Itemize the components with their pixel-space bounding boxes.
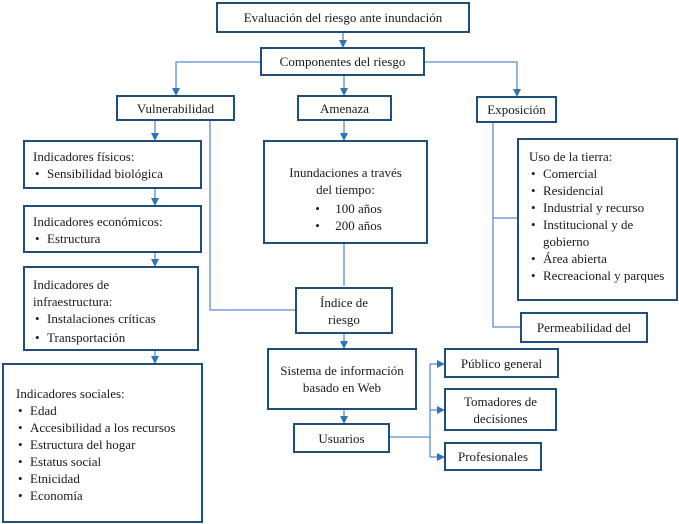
risk-index-text: Índice de riesgo bbox=[319, 294, 368, 327]
web-system-box: Sistema de información basado en Web bbox=[267, 348, 417, 410]
list-item: Área abierta bbox=[529, 250, 666, 267]
line-exposure-landuse bbox=[492, 122, 517, 219]
economic-indicators-box: Indicadores económicos: Estructura bbox=[23, 205, 202, 253]
exposure-box: Exposición bbox=[476, 96, 557, 123]
line-exposure-permeability bbox=[492, 218, 520, 328]
user-group-decision-makers: Tomadores de decisiones bbox=[444, 388, 557, 431]
list-item: Etnicidad bbox=[16, 470, 189, 487]
list-item: Comercial bbox=[529, 165, 666, 182]
list-item: Industrial y recurso bbox=[529, 199, 666, 216]
land-use-box: Uso de la tierra: Comercial Residencial … bbox=[517, 138, 678, 301]
users-box: Usuarios bbox=[293, 423, 390, 453]
list-item: Estatus social bbox=[16, 453, 189, 470]
list-item: Economía bbox=[16, 487, 189, 504]
physical-indicators-box: Indicadores físicos: Sensibilidad biológ… bbox=[23, 140, 202, 189]
user-group-professionals: Profesionales bbox=[444, 442, 542, 471]
permeability-text: Permeabilidad del bbox=[536, 320, 632, 335]
hazard-text: Amenaza bbox=[319, 100, 370, 116]
floods-heading: Inundaciones a través del tiempo: bbox=[289, 165, 402, 197]
user-group-text: Público general bbox=[460, 355, 543, 371]
list-item: 100 años bbox=[309, 200, 382, 217]
infrastructure-heading: Indicadores de infraestructura: bbox=[33, 277, 113, 309]
arrow-components-exposure bbox=[425, 61, 521, 97]
title-text: Evaluación del riesgo ante inundación bbox=[243, 10, 443, 25]
user-group-public: Público general bbox=[444, 348, 559, 378]
arrow-components-vulnerability bbox=[172, 61, 260, 96]
user-group-text: Profesionales bbox=[457, 449, 529, 464]
social-heading: Indicadores sociales: bbox=[16, 386, 125, 401]
exposure-text: Exposición bbox=[487, 102, 546, 117]
users-text: Usuarios bbox=[318, 430, 365, 446]
list-item: Edad bbox=[16, 402, 189, 419]
list-item: Accesibilidad a los recursos bbox=[16, 419, 189, 436]
list-item: Residencial bbox=[529, 182, 666, 199]
list-item: Recreacional y parques bbox=[529, 267, 666, 284]
physical-heading: Indicadores físicos: bbox=[33, 149, 135, 164]
permeability-box: Permeabilidad del bbox=[520, 312, 648, 343]
vulnerability-text: Vulnerabilidad bbox=[136, 100, 215, 116]
hazard-box: Amenaza bbox=[297, 95, 392, 121]
list-item: Estructura del hogar bbox=[16, 436, 189, 453]
web-system-text: Sistema de información basado en Web bbox=[280, 363, 404, 395]
title-box: Evaluación del riesgo ante inundación bbox=[216, 2, 470, 33]
social-indicators-box: Indicadores sociales: Edad Accesibilidad… bbox=[2, 363, 203, 523]
list-item: Institucional y de gobierno bbox=[529, 216, 666, 250]
risk-index-box: Índice de riesgo bbox=[295, 287, 393, 334]
components-text: Componentes del riesgo bbox=[279, 54, 406, 69]
floods-box: Inundaciones a través del tiempo: 100 añ… bbox=[263, 140, 428, 244]
list-item: Sensibilidad biológica bbox=[33, 165, 192, 182]
list-item: Estructura bbox=[33, 230, 192, 247]
list-item: 200 años bbox=[309, 217, 382, 234]
infrastructure-indicators-box: Indicadores de infraestructura: Instalac… bbox=[23, 266, 199, 351]
components-box: Componentes del riesgo bbox=[260, 47, 425, 76]
list-item: Transportación bbox=[33, 329, 189, 346]
vulnerability-box: Vulnerabilidad bbox=[116, 95, 235, 121]
land-use-heading: Uso de la tierra: bbox=[529, 149, 613, 164]
list-item: Instalaciones críticas bbox=[33, 310, 189, 327]
economic-heading: Indicadores económicos: bbox=[33, 214, 163, 229]
user-group-text: Tomadores de decisiones bbox=[463, 393, 538, 426]
